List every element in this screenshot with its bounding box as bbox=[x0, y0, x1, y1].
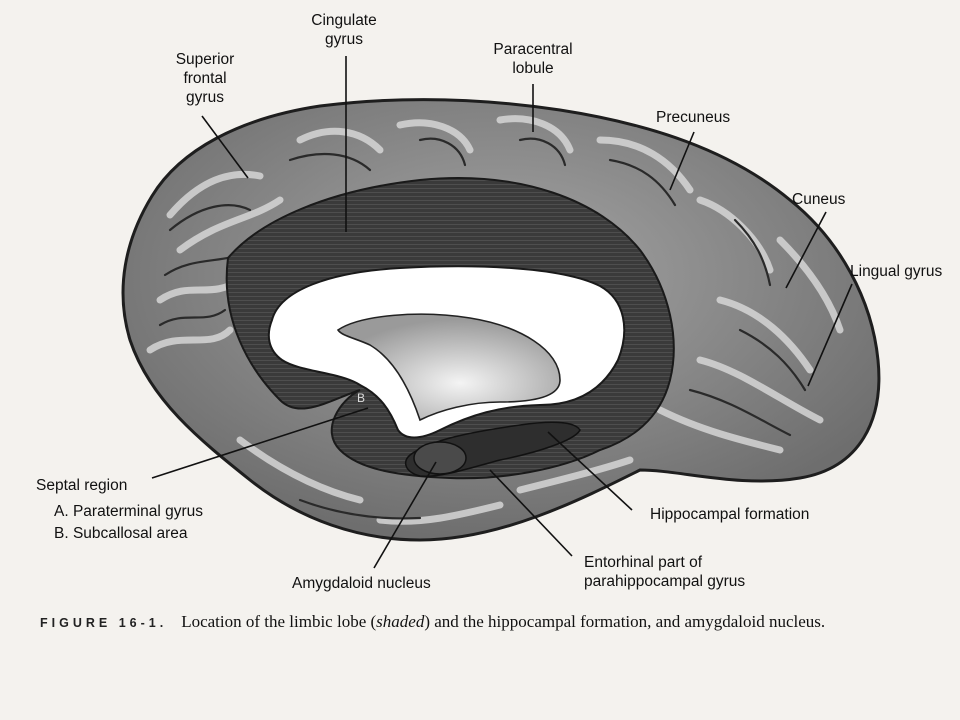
sulci-pattern bbox=[158, 137, 807, 520]
figure-caption: FIGURE 16-1. Location of the limbic lobe … bbox=[40, 612, 825, 632]
caption-text-after: ) and the hippocampal formation, and amy… bbox=[424, 612, 826, 631]
caption-text-italic: shaded bbox=[376, 612, 425, 631]
thalamus-region bbox=[336, 313, 561, 422]
label-cingulate-line1: Cingulate bbox=[311, 12, 377, 29]
label-entorhinal-part: Entorhinal part of parahippocampal gyrus bbox=[584, 553, 745, 591]
marker-b: B bbox=[357, 391, 365, 405]
amygdaloid-nucleus-shape bbox=[413, 441, 467, 475]
label-septal-region: Septal region bbox=[36, 477, 128, 494]
label-superior-frontal-gyrus: Superior frontal gyrus bbox=[160, 50, 250, 107]
leader-entorhinal bbox=[489, 469, 573, 557]
label-paracentral-lobule: Paracentral lobule bbox=[478, 40, 588, 78]
caption-text-before: Location of the limbic lobe ( bbox=[181, 612, 377, 631]
label-paracentral-line2: lobule bbox=[512, 60, 554, 77]
leader-septal bbox=[151, 407, 369, 479]
label-precuneus: Precuneus bbox=[656, 109, 731, 126]
label-cingulate-line2: gyrus bbox=[325, 31, 363, 48]
label-subcallosal-area: B. Subcallosal area bbox=[54, 525, 188, 542]
label-hippocampal-formation: Hippocampal formation bbox=[650, 506, 810, 523]
label-paraterminal-gyrus: A. Paraterminal gyrus bbox=[54, 503, 204, 520]
label-cuneus: Cuneus bbox=[792, 191, 846, 208]
label-paracentral-line1: Paracentral bbox=[493, 41, 573, 58]
leader-superior-frontal bbox=[201, 115, 249, 179]
leader-amygdaloid bbox=[373, 461, 437, 569]
label-entorhinal-line2: parahippocampal gyrus bbox=[584, 573, 746, 590]
label-superior-frontal-line1: Superior bbox=[175, 51, 235, 68]
label-superior-frontal-line2: frontal bbox=[183, 70, 227, 87]
label-amygdaloid-nucleus: Amygdaloid nucleus bbox=[292, 575, 431, 592]
leader-cuneus bbox=[785, 211, 827, 289]
caption-text: Location of the limbic lobe (shaded) and… bbox=[181, 612, 825, 631]
leader-lingual bbox=[807, 283, 853, 387]
label-cingulate-gyrus: Cingulate gyrus bbox=[298, 11, 390, 49]
leader-hippocampal bbox=[547, 431, 633, 511]
label-lingual-gyrus: Lingual gyrus bbox=[850, 263, 943, 280]
label-entorhinal-line1: Entorhinal part of bbox=[584, 554, 703, 571]
label-superior-frontal-line3: gyrus bbox=[186, 89, 224, 106]
caption-figure-number: FIGURE 16-1. bbox=[40, 616, 168, 630]
leader-precuneus bbox=[669, 131, 695, 191]
